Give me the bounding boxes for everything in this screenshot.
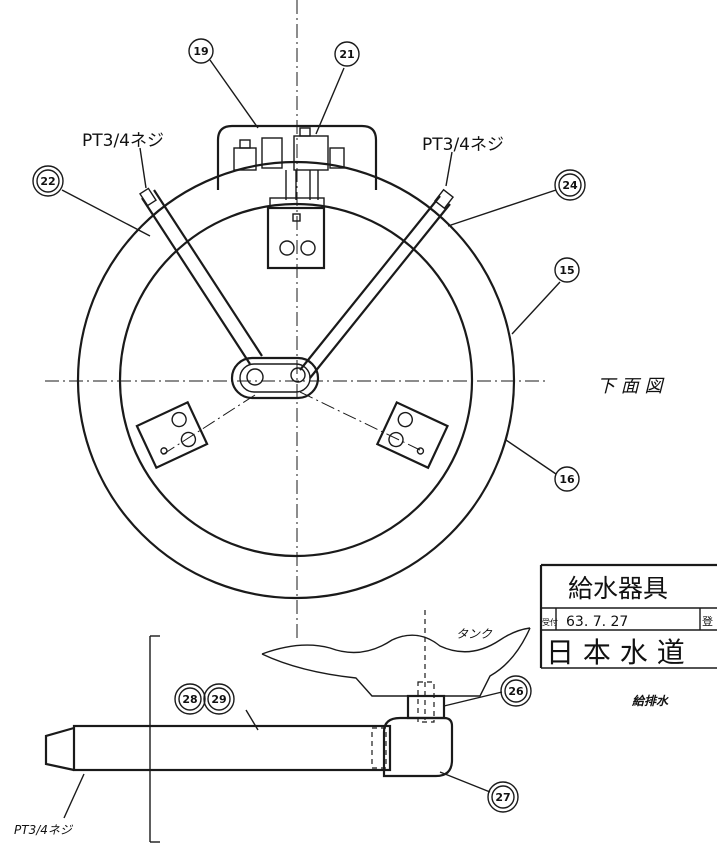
leader-21	[315, 67, 345, 135]
radial-left	[161, 394, 256, 456]
svg-text:15: 15	[559, 264, 574, 277]
leader-thread-bottom	[63, 773, 85, 819]
inner-ring	[118, 202, 474, 558]
svg-text:19: 19	[193, 45, 208, 58]
callout-16: 16	[554, 466, 580, 492]
center-junction	[230, 356, 320, 400]
leader-15	[511, 281, 561, 335]
outer-ring	[76, 160, 516, 600]
svg-text:26: 26	[508, 685, 524, 698]
side-pipe	[44, 724, 392, 772]
leader-22	[61, 189, 151, 237]
tank: タンク	[261, 610, 531, 720]
thread-label-bottom: PT3/4ネジ	[14, 823, 74, 837]
leader-24	[447, 189, 557, 227]
svg-text:24: 24	[562, 179, 578, 192]
thread-label-left: PT3/4ネジ	[82, 131, 164, 151]
callout-26: 26	[500, 675, 532, 707]
leader-28-29	[245, 709, 259, 731]
leader-27	[439, 771, 491, 793]
title-block-reg-label: 登	[702, 614, 713, 628]
title-block-date-label: 受付	[542, 617, 558, 627]
view-label: 下 面 図	[597, 376, 665, 397]
title-block-title: 給水器具	[568, 574, 668, 603]
svg-text:21: 21	[339, 48, 354, 61]
left-pipe	[139, 187, 263, 365]
callout-29: 29	[203, 683, 235, 715]
tank-label: タンク	[456, 627, 493, 641]
top-bracket	[266, 206, 326, 270]
callout-15: 15	[554, 257, 580, 283]
svg-text:29: 29	[211, 693, 226, 706]
leader-thread-left	[139, 147, 147, 189]
elbow-fitting	[382, 681, 454, 778]
leader-26	[443, 691, 503, 707]
callout-19: 19	[188, 38, 214, 64]
callout-24: 24	[554, 169, 586, 201]
title-block-date: 63. 7. 27	[566, 614, 628, 630]
callout-28: 28	[174, 683, 206, 715]
svg-text:22: 22	[40, 175, 55, 188]
svg-text:16: 16	[559, 473, 575, 486]
top-housing	[216, 124, 378, 209]
radial-right	[299, 391, 421, 451]
title-block-company: 日 本 水 道	[546, 636, 685, 669]
left-bracket	[135, 400, 209, 470]
svg-text:28: 28	[182, 693, 197, 706]
svg-text:27: 27	[495, 791, 510, 804]
leader-16	[505, 439, 557, 475]
callout-21: 21	[334, 41, 360, 67]
callout-22: 22	[32, 165, 64, 197]
callout-27: 27	[487, 781, 519, 813]
title-block: 給水器具 受付 63. 7. 27 登 日 本 水 道	[539, 563, 717, 669]
right-bracket	[375, 400, 449, 470]
right-pipe	[299, 188, 455, 379]
leader-thread-right	[445, 151, 453, 187]
leader-19	[209, 59, 259, 129]
thread-label-right: PT3/4ネジ	[422, 135, 504, 155]
dimension-bracket	[149, 635, 160, 843]
subtitle-text: 給排水	[631, 694, 669, 708]
